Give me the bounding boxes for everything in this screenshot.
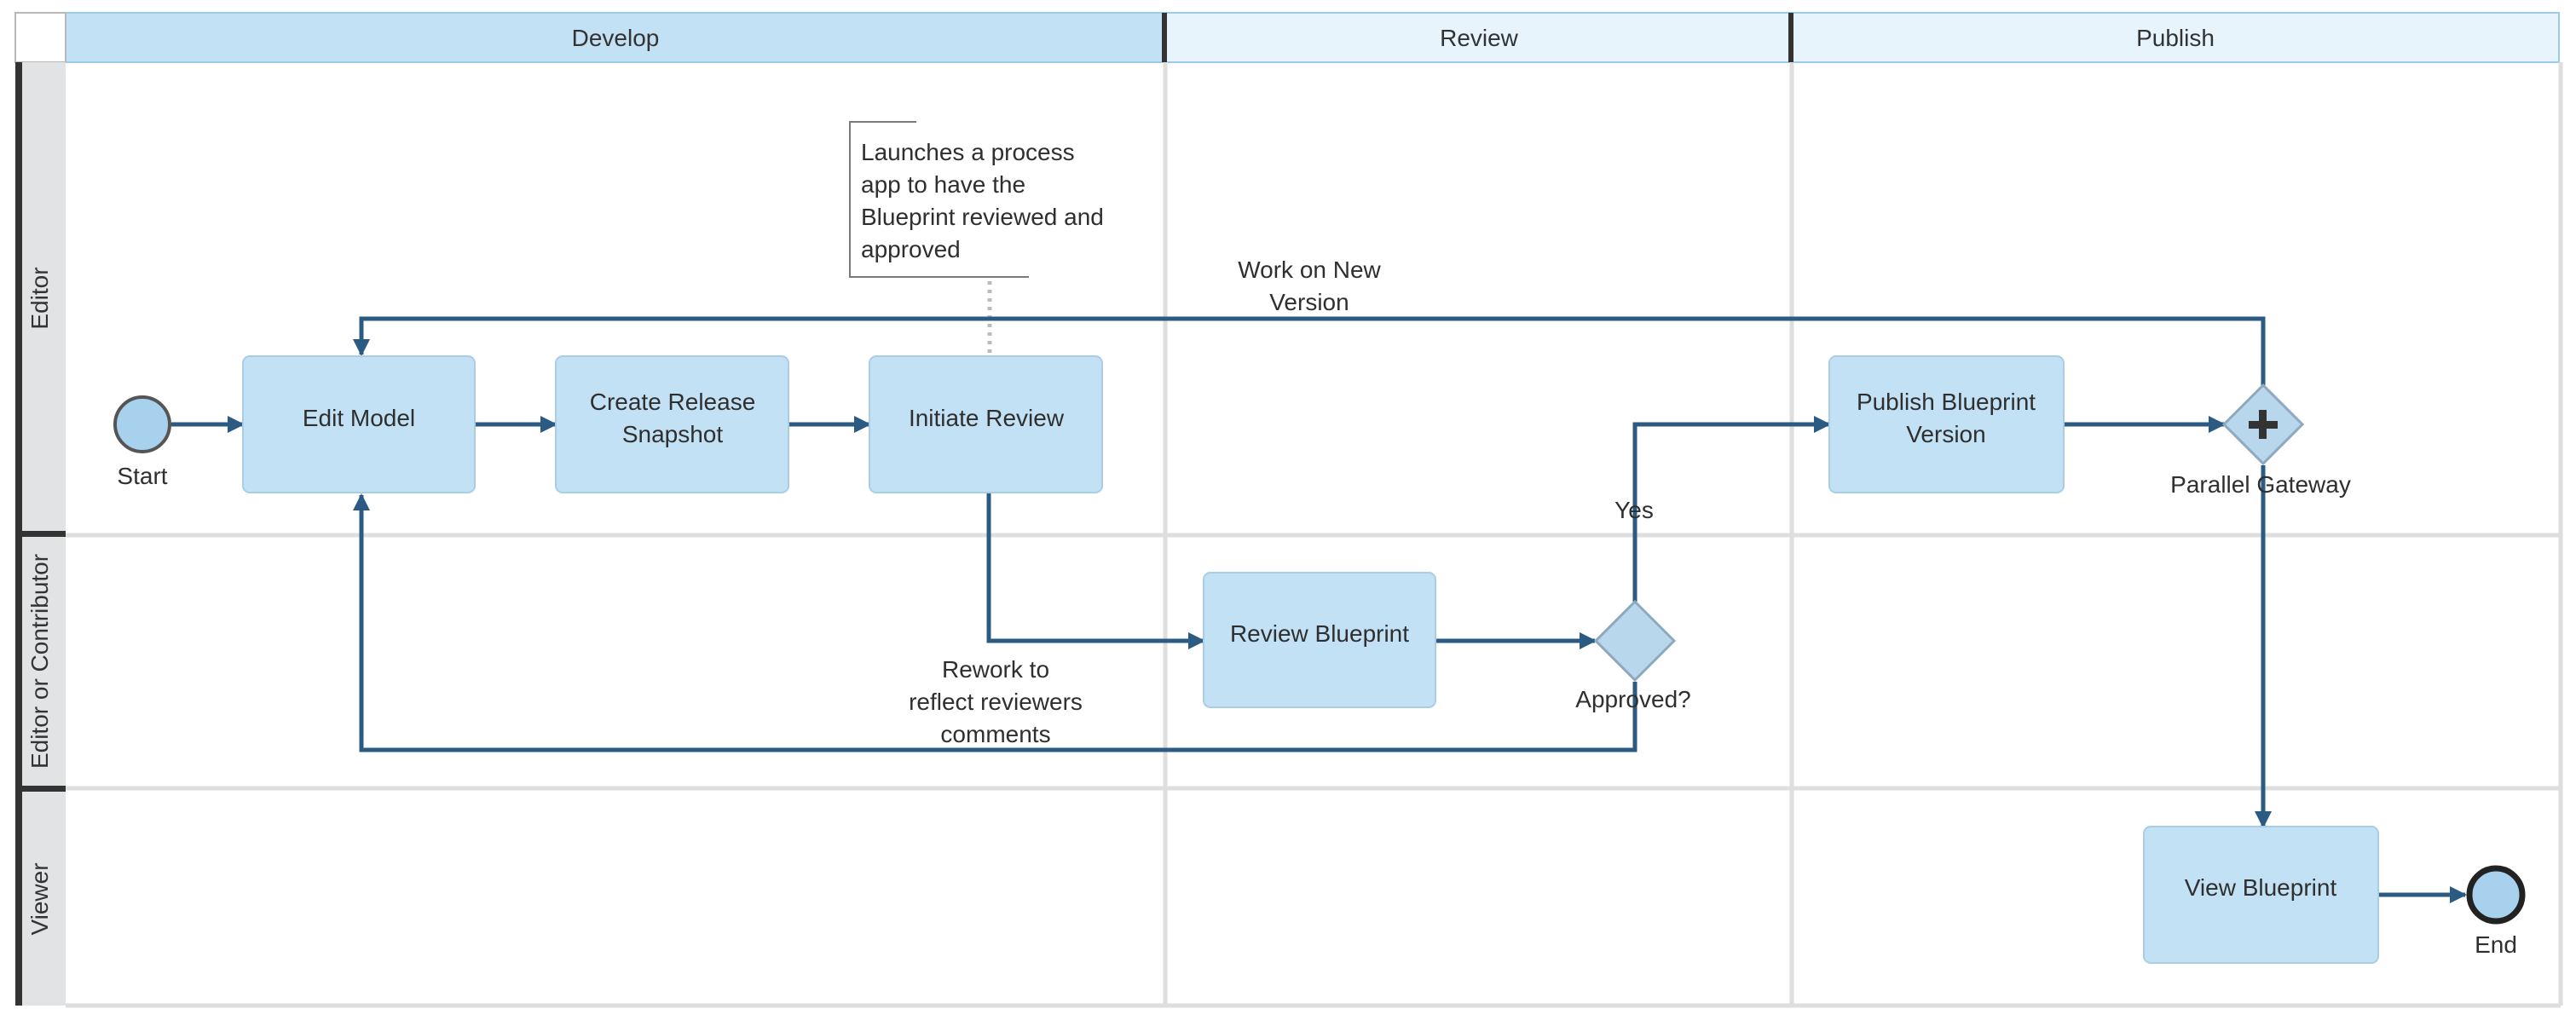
corner-cell: [14, 12, 66, 63]
svg-text:Blueprint reviewed and: Blueprint reviewed and: [861, 204, 1104, 230]
task-label: Snapshot: [622, 421, 724, 447]
start-event[interactable]: [113, 395, 171, 453]
lane-title-viewer: Viewer: [26, 862, 53, 935]
task-label: Create Release: [590, 389, 756, 415]
flow-approved-yes-to-publish: [1632, 416, 1831, 602]
phase-title-review: Review: [1440, 25, 1519, 51]
annotation-text: Launches a process app to have the Bluep…: [861, 139, 1104, 262]
phase-title-develop: Develop: [572, 25, 660, 51]
phase-title-publish: Publish: [2136, 25, 2215, 51]
approved-gateway-label: Approved?: [1575, 686, 1690, 712]
lane-separator: [15, 531, 66, 537]
flow-parallel-to-edit-model: [353, 316, 2266, 385]
svg-text:Work on New: Work on New: [1238, 256, 1381, 283]
parallel-gateway-label: Parallel Gateway: [2170, 471, 2351, 498]
svg-text:app to have the: app to have the: [861, 171, 1025, 198]
task-label: View Blueprint: [2185, 874, 2337, 901]
flow-label-rework: Rework to reflect reviewers comments: [909, 656, 1083, 747]
task-initiate-review[interactable]: Initiate Review: [869, 355, 1103, 493]
svg-text:Rework to: Rework to: [942, 656, 1049, 683]
flow-initiate-review-to-review-blueprint: [986, 493, 1205, 649]
flow-rework-to-edit-model: [353, 493, 1637, 752]
plus-icon: [2249, 410, 2278, 439]
phase-header-review: [1164, 12, 1793, 63]
sequence-flows: [171, 316, 2467, 903]
task-label: Publish Blueprint: [1857, 389, 2036, 415]
svg-text:approved: approved: [861, 236, 961, 262]
task-label: Initiate Review: [909, 405, 1065, 431]
task-label: Version: [1906, 421, 1985, 447]
task-edit-model[interactable]: Edit Model: [242, 355, 476, 493]
lane-grid: [66, 62, 2563, 1008]
phase-header-publish: [1791, 12, 2560, 63]
svg-text:Version: Version: [1269, 289, 1349, 315]
annotation-bracket: [849, 121, 1029, 278]
flow-label-work-on-new-version: Work on New Version: [1238, 256, 1381, 315]
phase-header-develop: [65, 12, 1166, 63]
end-event[interactable]: [2466, 865, 2526, 925]
task-publish-blueprint-version[interactable]: Publish Blueprint Version: [1828, 355, 2065, 493]
task-review-blueprint[interactable]: Review Blueprint: [1203, 572, 1436, 708]
approved-gateway[interactable]: [1593, 599, 1677, 683]
svg-text:reflect reviewers: reflect reviewers: [909, 689, 1083, 715]
lane-title-editor: Editor: [26, 267, 53, 329]
task-create-release-snapshot[interactable]: Create Release Snapshot: [555, 355, 789, 493]
svg-text:Launches a process: Launches a process: [861, 139, 1075, 165]
lane-header-editor-or-contributor: [15, 535, 66, 788]
phase-divider: [1788, 13, 1793, 62]
lane-header-viewer: [15, 788, 66, 1006]
start-event-label: Start: [117, 463, 167, 489]
task-label: Review Blueprint: [1230, 620, 1409, 647]
task-view-blueprint[interactable]: View Blueprint: [2143, 826, 2379, 964]
end-event-label: End: [2475, 931, 2517, 958]
task-label: Edit Model: [303, 405, 415, 431]
lane-title-editor-or-contributor: Editor or Contributor: [26, 554, 53, 769]
phase-divider: [1162, 13, 1167, 62]
svg-text:comments: comments: [940, 721, 1050, 747]
lane-separator: [15, 786, 66, 792]
lane-header-editor: [15, 62, 66, 535]
flow-label-yes: Yes: [1614, 497, 1654, 523]
